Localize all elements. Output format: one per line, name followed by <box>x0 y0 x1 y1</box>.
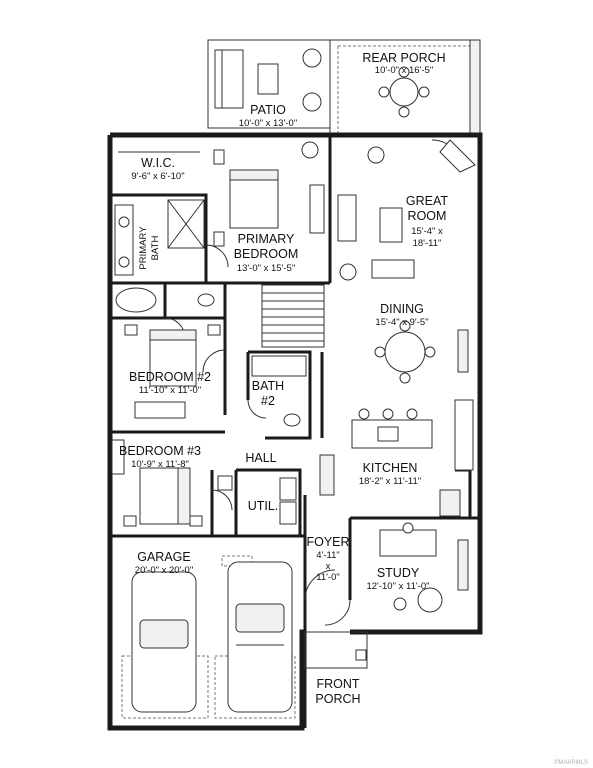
bedroom2-dim: 11'-10" x 11'-0" <box>139 385 201 396</box>
dining-label: DINING <box>380 302 424 316</box>
primary-suite-fixtures <box>114 141 319 313</box>
exterior-walls <box>107 132 483 731</box>
bedroom3-label: BEDROOM #3 <box>119 444 201 458</box>
patio-dim: 10'-0" x 13'-0" <box>239 118 297 129</box>
primary-bedroom-label-2: BEDROOM <box>234 247 299 261</box>
great-room-dim-2: 18'-11" <box>413 238 442 249</box>
front-porch-label-1: FRONT <box>316 677 359 691</box>
study-label: STUDY <box>377 566 420 580</box>
kitchen-dim: 18'-2" x 11'-11" <box>359 476 421 487</box>
stairs <box>261 284 325 348</box>
util-label: UTIL. <box>248 499 279 513</box>
kitchen-fixtures <box>319 399 474 517</box>
front-porch-label-2: PORCH <box>315 692 360 706</box>
kitchen-label: KITCHEN <box>363 461 418 475</box>
foyer-label: FOYER <box>306 535 349 549</box>
interior-walls <box>110 135 480 632</box>
great-room-label-1: GREAT <box>406 194 448 208</box>
wic-dim: 9'-6" x 6'-10" <box>131 171 184 182</box>
study-fixtures <box>379 522 469 613</box>
foyer-dim-3: 11'-0" <box>316 572 340 583</box>
wic-label: W.I.C. <box>141 156 175 170</box>
dining-dim: 15'-4" x 9'-5" <box>375 317 428 328</box>
watermark: ©MAARMLS <box>554 759 588 766</box>
room-labels: REAR PORCH 10'-0" x 16'-5" PATIO 10'-0" … <box>119 51 448 706</box>
great-room-label-2: ROOM <box>408 209 447 223</box>
primary-bath-label-2: BATH <box>150 236 161 261</box>
bath2-label-2: #2 <box>261 394 275 408</box>
bath2-fixtures <box>251 355 307 525</box>
foyer-dim-2: x <box>326 561 331 572</box>
study-dim: 12'-10" x 11'-0" <box>366 581 429 592</box>
patio-furniture <box>214 48 430 118</box>
rear-porch-dim: 10'-0" x 16'-5" <box>375 65 433 76</box>
primary-bath-label-1: PRIMARY <box>138 226 149 270</box>
patio-label: PATIO <box>250 103 286 117</box>
garage-dim: 20'-0" x 20'-0" <box>135 565 193 576</box>
foyer-dim-1: 4'-11" <box>316 550 340 561</box>
primary-bedroom-dim: 13'-0" x 15'-5" <box>237 263 295 274</box>
rear-porch-label: REAR PORCH <box>362 51 445 65</box>
hall-label: HALL <box>245 451 276 465</box>
bedroom2-label: BEDROOM #2 <box>129 370 211 384</box>
bath2-label-1: BATH <box>252 379 284 393</box>
great-room-dim-1: 15'-4" x <box>411 226 443 237</box>
primary-bedroom-label-1: PRIMARY <box>238 232 295 246</box>
bedroom3-dim: 10'-9" x 11'-8" <box>131 459 189 470</box>
great-room-fixtures <box>309 139 476 384</box>
front-porch-area <box>304 631 368 669</box>
garage-fixtures <box>121 555 296 719</box>
garage-label: GARAGE <box>137 550 191 564</box>
bedroom-fixtures <box>111 324 233 527</box>
